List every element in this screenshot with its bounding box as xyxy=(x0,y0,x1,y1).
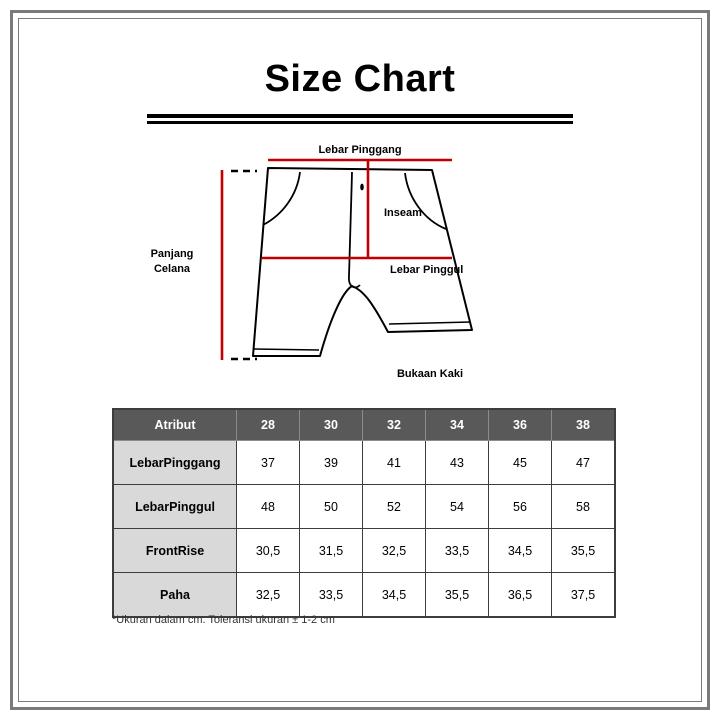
value-cell: 47 xyxy=(551,440,616,485)
length-label-line2: Celana xyxy=(154,263,191,275)
shorts-fly-seam xyxy=(348,171,361,289)
header-cell-size: 28 xyxy=(236,408,300,441)
value-cell: 41 xyxy=(362,440,426,485)
value-cell: 39 xyxy=(299,440,363,485)
shorts-measurement-diagram: Lebar Pinggang Inseam Lebar Pinggul Panj… xyxy=(151,144,473,380)
length-label-line1: Panjang xyxy=(151,248,194,260)
value-cell: 54 xyxy=(425,484,489,529)
value-cell: 50 xyxy=(299,484,363,529)
value-cell: 43 xyxy=(425,440,489,485)
title-divider-thin xyxy=(147,121,573,124)
table-row: FrontRise 30,5 31,5 32,5 33,5 34,5 35,5 xyxy=(112,528,616,573)
table-row: Paha 32,5 33,5 34,5 35,5 36,5 37,5 xyxy=(112,572,616,618)
value-cell: 37,5 xyxy=(551,572,616,618)
value-cell: 37 xyxy=(236,440,300,485)
table-row: LebarPinggul 48 50 52 54 56 58 xyxy=(112,484,616,529)
header-cell-atribut: Atribut xyxy=(112,408,237,441)
waist-button xyxy=(360,183,364,191)
value-cell: 33,5 xyxy=(425,528,489,573)
row-label-cell: LebarPinggul xyxy=(112,484,237,529)
header-cell-size: 32 xyxy=(362,408,426,441)
header-cell-size: 30 xyxy=(299,408,363,441)
left-hem-cuff xyxy=(253,348,320,351)
hip-label: Lebar Pinggul xyxy=(390,264,463,276)
row-label-cell: FrontRise xyxy=(112,528,237,573)
waist-label: Lebar Pinggang xyxy=(318,144,401,156)
value-cell: 30,5 xyxy=(236,528,300,573)
value-cell: 31,5 xyxy=(299,528,363,573)
value-cell: 32,5 xyxy=(236,572,300,618)
page-title: Size Chart xyxy=(264,58,456,100)
row-label-cell: LebarPinggang xyxy=(112,440,237,485)
shorts-outline xyxy=(252,167,473,357)
table-header-row: Atribut 28 30 32 34 36 38 xyxy=(112,408,616,441)
header-cell-size: 36 xyxy=(488,408,552,441)
value-cell: 35,5 xyxy=(551,528,616,573)
value-cell: 52 xyxy=(362,484,426,529)
row-label-cell: Paha xyxy=(112,572,237,618)
value-cell: 36,5 xyxy=(488,572,552,618)
size-table: Atribut 28 30 32 34 36 38 LebarPinggang … xyxy=(112,408,616,618)
left-pocket-seam xyxy=(262,171,301,226)
leg-opening-label: Bukaan Kaki xyxy=(397,368,463,380)
value-cell: 45 xyxy=(488,440,552,485)
footnote: *Ukuran dalam cm. Toleransi ukuran ± 1-2… xyxy=(112,614,335,626)
inseam-label: Inseam xyxy=(384,207,422,219)
value-cell: 35,5 xyxy=(425,572,489,618)
value-cell: 48 xyxy=(236,484,300,529)
value-cell: 32,5 xyxy=(362,528,426,573)
right-hem-cuff xyxy=(388,321,472,325)
value-cell: 56 xyxy=(488,484,552,529)
value-cell: 33,5 xyxy=(299,572,363,618)
value-cell: 34,5 xyxy=(488,528,552,573)
value-cell: 34,5 xyxy=(362,572,426,618)
header-cell-size: 34 xyxy=(425,408,489,441)
right-pocket-seam xyxy=(404,172,447,230)
title-divider-thick xyxy=(147,114,573,118)
value-cell: 58 xyxy=(551,484,616,529)
header-cell-size: 38 xyxy=(551,408,616,441)
table-row: LebarPinggang 37 39 41 43 45 47 xyxy=(112,440,616,485)
